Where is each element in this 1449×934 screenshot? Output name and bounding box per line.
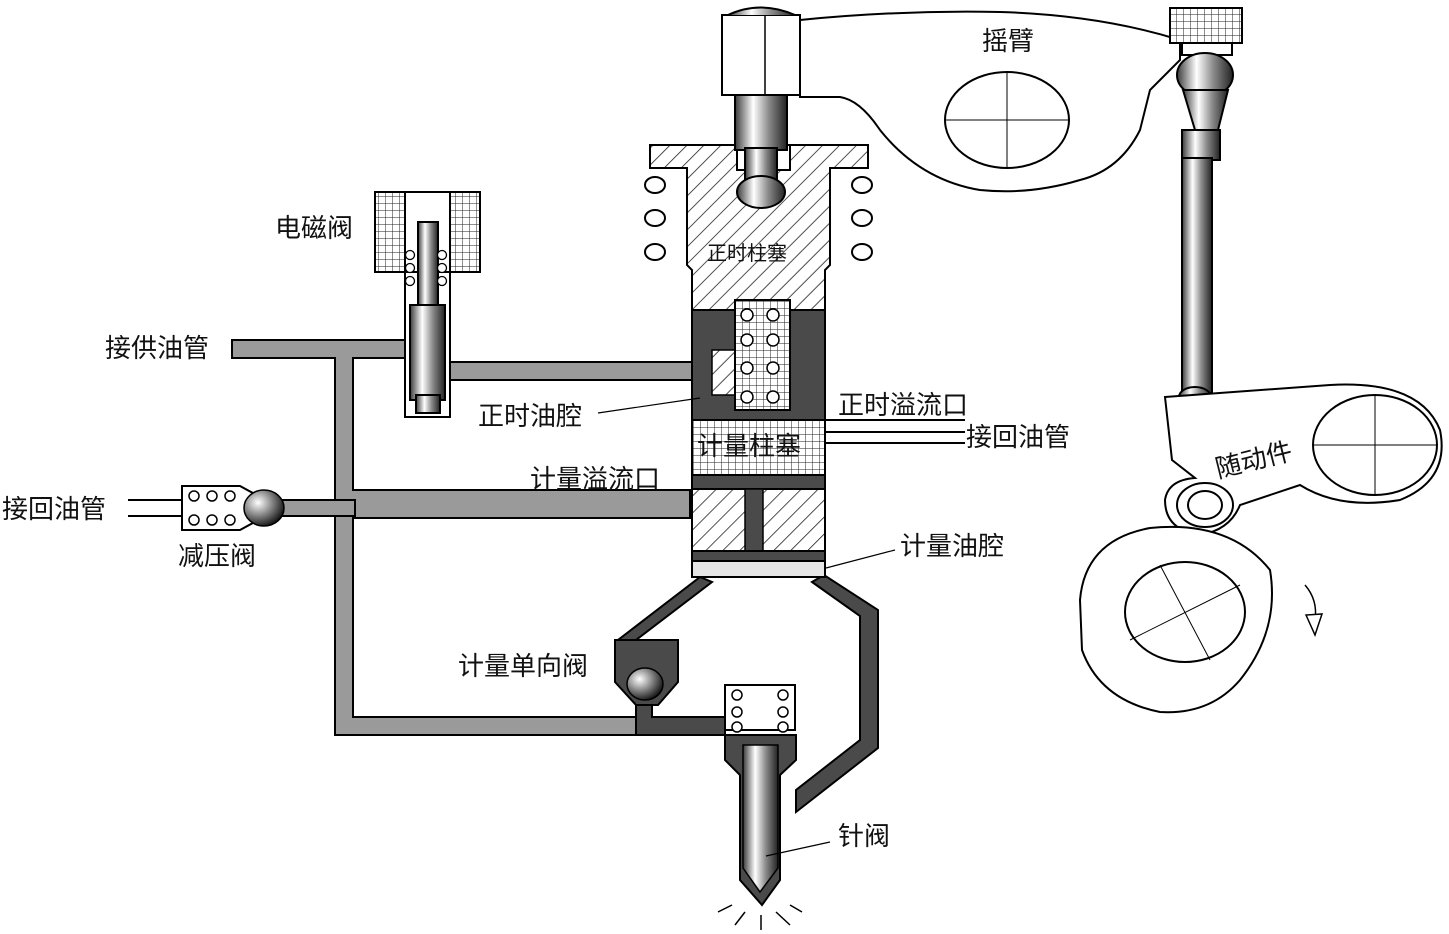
label-needle-valve: 针阀 xyxy=(838,822,890,852)
label-metering-check-valve: 计量单向阀 xyxy=(458,652,588,682)
label-timing-chamber: 正时油腔 xyxy=(478,402,582,432)
push-rod xyxy=(1176,52,1234,408)
label-supply-pipe: 接供油管 xyxy=(105,334,209,364)
label-timing-spill-port: 正时溢流口 xyxy=(838,391,968,421)
rotation-arrow-icon xyxy=(1304,584,1324,638)
nozzle xyxy=(717,684,803,930)
label-timing-plunger: 正时柱塞 xyxy=(707,241,787,265)
label-pressure-reducing-valve: 减压阀 xyxy=(178,542,256,572)
label-metering-plunger: 计量柱塞 xyxy=(697,432,801,462)
injector-body xyxy=(644,144,965,578)
fuel-pipes xyxy=(231,339,726,736)
solenoid-valve xyxy=(374,191,481,418)
label-return-pipe-left: 接回油管 xyxy=(2,495,106,525)
label-metering-spill-port: 计量溢流口 xyxy=(530,465,660,495)
cam xyxy=(1078,525,1273,714)
leader-lines xyxy=(597,397,896,857)
label-solenoid-valve: 电磁阀 xyxy=(275,214,353,244)
metering-check-valve xyxy=(614,639,679,706)
rocker-arm xyxy=(799,7,1243,193)
follower xyxy=(1163,383,1443,537)
label-return-pipe-right: 接回油管 xyxy=(966,423,1070,453)
label-metering-chamber: 计量油腔 xyxy=(900,532,1004,562)
pressure-reducing-valve xyxy=(128,485,285,531)
plunger-top xyxy=(721,6,801,209)
label-rocker-arm: 摇臂 xyxy=(982,27,1034,57)
